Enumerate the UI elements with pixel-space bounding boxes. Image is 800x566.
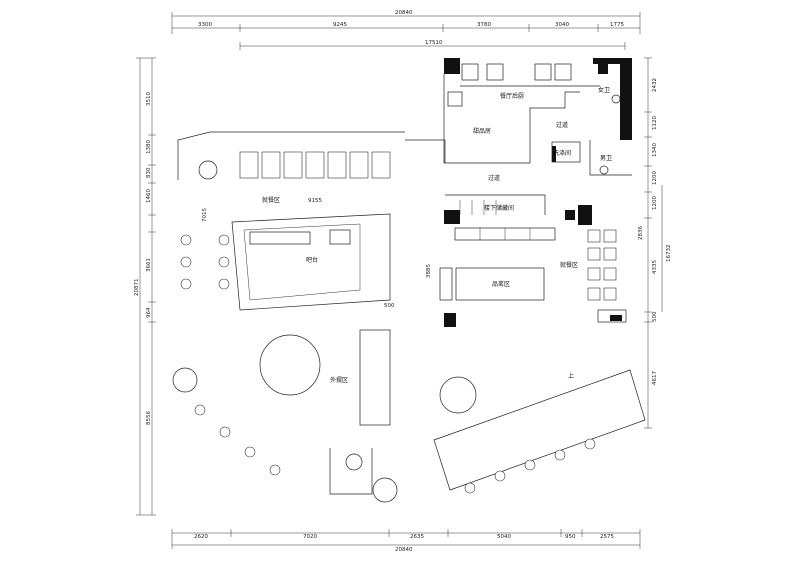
room-dessert: 甜品房 — [473, 127, 491, 135]
dimension-top: 20840 3300 9245 3780 3040 1775 17510 — [171, 10, 641, 50]
dim-left-seg-6: 3661 — [146, 258, 152, 272]
dim-inner-2: 3885 — [426, 264, 432, 278]
dim-left-seg-2: 1380 — [146, 140, 152, 154]
dim-right-total: 16732 — [666, 245, 672, 263]
room-female-wc: 女卫 — [598, 86, 610, 94]
label-up: 上 — [568, 372, 574, 380]
dim-right-seg-6: 2836 — [638, 226, 644, 240]
room-dining-west: 就餐区 — [262, 196, 280, 204]
dim-left-seg-3: 830 — [146, 167, 152, 178]
room-tea: 品茗区 — [492, 280, 510, 288]
dim-left-seg-1: 3510 — [146, 92, 152, 106]
dim-top-total: 20840 — [395, 10, 413, 16]
room-bar: 吧台 — [306, 256, 318, 264]
dim-right-seg-3: 1340 — [652, 143, 658, 157]
bar-counter: 吧台 — [231, 213, 391, 311]
dim-top-seg-1: 3300 — [198, 22, 212, 28]
dim-left-seg-7: 964 — [146, 307, 152, 318]
dim-right-seg-4: 1200 — [652, 171, 658, 185]
dimension-bottom: 2620 7020 2635 5040 950 2575 20840 — [171, 529, 641, 553]
dim-top-seg-3: 3780 — [477, 22, 491, 28]
dim-left-seg-5: 7015 — [202, 208, 208, 222]
dim-bottom-seg-5: 950 — [565, 534, 576, 540]
room-outdoor: 外摆区 — [330, 376, 348, 384]
dim-bottom-seg-2: 7020 — [303, 534, 317, 540]
room-dining-east: 就餐区 — [560, 261, 578, 269]
dim-right-seg-5: 1200 — [652, 196, 658, 210]
dim-right-seg-7: 4335 — [652, 260, 658, 274]
dim-right-seg-8: 500 — [652, 311, 658, 322]
dim-top-second: 17510 — [425, 40, 443, 46]
dim-left-seg-8: 8556 — [146, 411, 152, 425]
kitchen-block: 餐厅后厨 甜品房 过道 女卫 洗涤间 男卫 — [443, 58, 632, 225]
room-kitchen: 餐厅后厨 — [500, 92, 524, 100]
dim-top-seg-5: 1775 — [610, 22, 624, 28]
dim-right-seg-9: 4617 — [652, 371, 658, 385]
inner-dimensions: 9155 3885 500 — [308, 198, 432, 309]
dim-bottom-seg-4: 5040 — [497, 534, 511, 540]
dim-left-total: 20871 — [134, 279, 140, 297]
dining-west: 就餐区 — [177, 131, 405, 290]
dim-bottom-seg-3: 2635 — [410, 534, 424, 540]
room-corridor-1: 过道 — [556, 121, 568, 129]
corridor-stairs: 过道 楼下储藏间 — [405, 139, 556, 241]
room-stair-down: 楼下储藏间 — [484, 204, 514, 212]
dim-right-seg-2: 1120 — [652, 116, 658, 130]
dim-bottom-seg-1: 2620 — [194, 534, 208, 540]
dim-bottom-seg-6: 2575 — [600, 534, 614, 540]
tea-area: 品茗区 — [439, 267, 627, 327]
dim-left-seg-4: 1460 — [146, 189, 152, 203]
dining-east: 就餐区 — [560, 229, 617, 301]
dim-top-seg-4: 3040 — [555, 22, 569, 28]
dimension-right: 2432 1120 1340 1200 1200 2836 4335 500 4… — [638, 57, 672, 429]
dimension-left: 3510 1380 830 1460 7015 3661 964 8556 20… — [134, 57, 208, 516]
dim-bottom-total: 20840 — [395, 547, 413, 553]
dim-inner-3: 500 — [384, 303, 395, 309]
room-wash: 洗涤间 — [553, 149, 571, 157]
room-corridor-2: 过道 — [488, 174, 500, 182]
dim-right-seg-1: 2432 — [652, 78, 658, 92]
dim-top-seg-2: 9245 — [333, 22, 347, 28]
room-male-wc: 男卫 — [600, 155, 612, 162]
dim-inner-1: 9155 — [308, 198, 322, 204]
outdoor-area: 外摆区 上 — [172, 329, 646, 503]
